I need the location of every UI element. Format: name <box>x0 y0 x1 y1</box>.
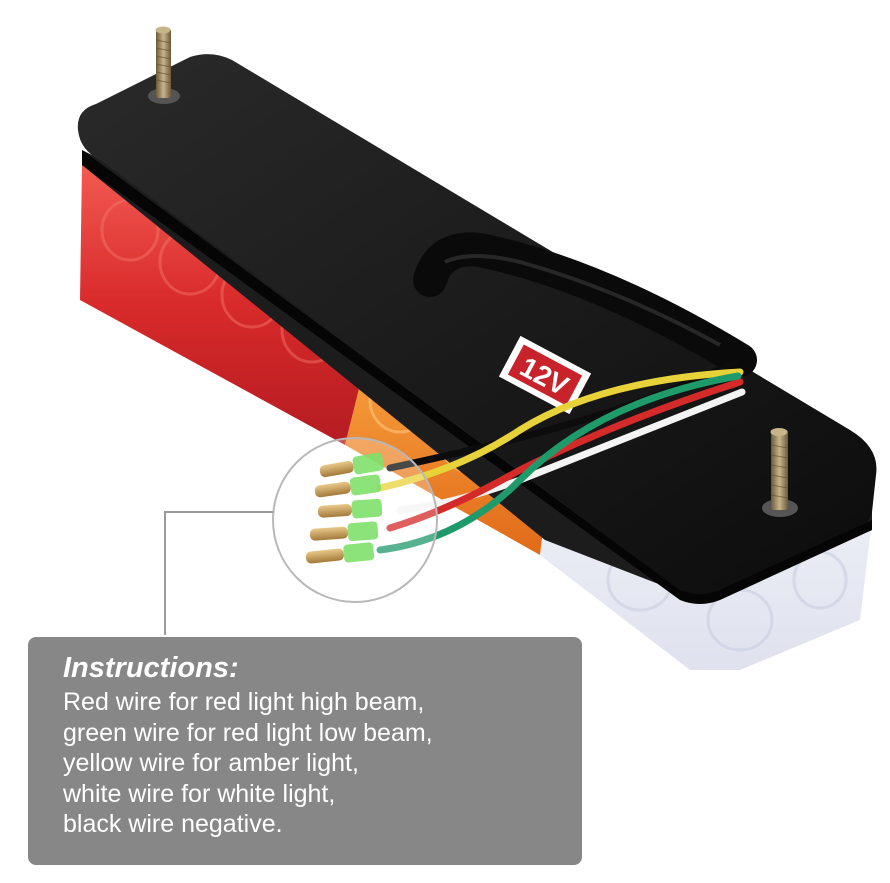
bullet-connectors <box>305 452 384 564</box>
callout-line <box>164 511 273 635</box>
instruction-line-black: black wire negative. <box>63 810 283 838</box>
instruction-line-yellow: yellow wire for amber light, <box>63 749 359 777</box>
instruction-line-white: white wire for white light, <box>63 779 336 808</box>
white-wire <box>396 388 746 514</box>
black-housing <box>77 54 877 604</box>
instruction-line-green: green wire for red light low beam, <box>63 718 433 747</box>
mounting-bolt-right <box>762 428 798 517</box>
instructions-panel: Instructions: Red wire for red light hig… <box>28 637 582 865</box>
voltage-sticker: 12V <box>498 335 592 415</box>
instructions-title: Instructions: <box>63 652 239 684</box>
yellow-wire <box>376 368 744 492</box>
green-wire <box>376 372 742 554</box>
instruction-line-red: Red wire for red light high beam, <box>63 688 425 716</box>
mounting-bolt-left <box>148 26 180 104</box>
wire-bundle <box>376 358 746 554</box>
